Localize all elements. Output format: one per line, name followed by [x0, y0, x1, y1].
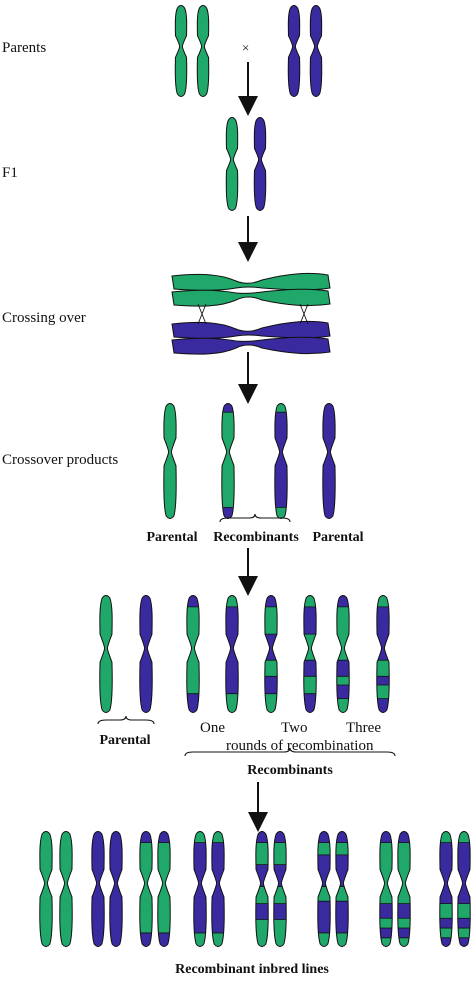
f1-green-chromosome [225, 117, 239, 211]
label-parental-left: Parental [146, 530, 198, 545]
ril-chromosome-15 [439, 831, 453, 947]
ril-chromosome-16 [457, 831, 471, 947]
round-parental-green [99, 595, 113, 713]
brace-rounds-parental [97, 715, 155, 725]
crossing-green-upper [171, 272, 331, 291]
ril-chromosome-1 [39, 831, 53, 947]
label-crossing-over: Crossing over [2, 310, 86, 326]
round-three-recombinant-2 [376, 595, 390, 713]
parent-blue-chromosome-1 [287, 5, 301, 97]
product-recombinant-1 [221, 403, 235, 519]
parent-blue-chromosome-2 [309, 5, 323, 97]
label-recombinants-rounds: Recombinants [247, 763, 333, 778]
ril-chromosome-4 [109, 831, 123, 947]
ril-chromosome-12 [335, 831, 349, 947]
label-parental-right: Parental [312, 530, 364, 545]
round-parental-blue [139, 595, 153, 713]
ril-chromosome-5 [139, 831, 153, 947]
product-parental-green [163, 403, 177, 519]
brace-rounds-recombinants [184, 747, 396, 757]
label-rounds: rounds of recombination [226, 738, 374, 754]
brace-crossover-recombinants [219, 513, 291, 523]
ril-chromosome-7 [193, 831, 207, 947]
ril-chromosome-11 [317, 831, 331, 947]
round-three-recombinant-1 [336, 595, 350, 713]
round-two-recombinant-1 [264, 595, 278, 713]
crossing-blue-lower [171, 336, 331, 355]
cross-symbol: × [242, 40, 250, 55]
label-one: One [200, 720, 225, 736]
ril-chromosome-10 [273, 831, 287, 947]
crossing-green-lower [171, 288, 331, 307]
round-one-recombinant-1 [186, 595, 200, 713]
brace-group [97, 513, 396, 757]
chiasma-group [197, 303, 309, 325]
f1-blue-chromosome [253, 117, 267, 211]
label-recombinant-inbred-lines: Recombinant inbred lines [175, 962, 329, 977]
ril-chromosome-8 [211, 831, 225, 947]
label-recombinants-products: Recombinants [213, 530, 299, 545]
crossing-blue-upper [171, 320, 331, 339]
ril-chromosome-2 [59, 831, 73, 947]
label-two: Two [281, 720, 308, 736]
parent-green-chromosome-1 [174, 5, 188, 97]
round-one-recombinant-2 [225, 595, 239, 713]
chiasma-left [197, 303, 207, 325]
ril-chromosome-14 [397, 831, 411, 947]
ril-chromosome-9 [255, 831, 269, 947]
ril-chromosome-6 [157, 831, 171, 947]
chromosome-group [39, 5, 471, 947]
ril-chromosome-3 [91, 831, 105, 947]
round-two-recombinant-2 [303, 595, 317, 713]
arrow-group [238, 62, 268, 832]
label-three: Three [346, 720, 381, 736]
label-parents: Parents [2, 40, 47, 56]
ril-chromosome-13 [379, 831, 393, 947]
parent-green-chromosome-2 [196, 5, 210, 97]
label-crossover-products: Crossover products [2, 452, 119, 468]
label-f1: F1 [2, 165, 18, 181]
product-parental-blue [322, 403, 336, 519]
chiasma-right [299, 303, 309, 325]
label-parental-rounds: Parental [99, 733, 151, 748]
product-recombinant-2 [274, 403, 288, 519]
